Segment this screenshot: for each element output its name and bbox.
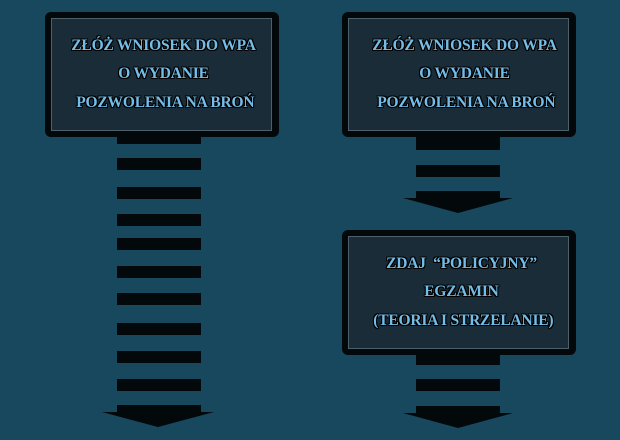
arrow-down-icon [403,198,513,213]
arrow-stripe [117,351,201,363]
arrow-stripe [117,405,201,415]
arrow-stripe [117,187,201,199]
arrow-stripe [416,165,500,177]
right-step2-line-2: EGZAMIN [424,283,499,301]
left-step-line-2: O WYDANIE [118,65,209,83]
right-step1-line-3: POZWOLENIA NA BROŃ [373,93,556,111]
arrow-stripe [117,214,201,226]
right-step1-line-1: ZŁÓŻ WNIOSEK DO WPA [372,36,557,54]
left-step-line-1: ZŁÓŻ WNIOSEK DO WPA [71,36,256,54]
left-step-box: ZŁÓŻ WNIOSEK DO WPA O WYDANIE POZWOLENIA… [45,12,279,137]
arrow-down-icon [102,412,214,427]
arrow-stripe [117,158,201,170]
left-step-box-inner: ZŁÓŻ WNIOSEK DO WPA O WYDANIE POZWOLENIA… [51,18,272,131]
right-step1-box: ZŁÓŻ WNIOSEK DO WPA O WYDANIE POZWOLENIA… [342,12,576,137]
arrow-stripe [416,191,500,200]
right-step2-line-3: (TEORIA I STRZELANIE) [369,311,554,329]
arrow-stripe [117,323,201,335]
arrow-stripe [416,354,500,365]
arrow-stripe [117,266,201,278]
right-step2-line-1: ZDAJ “POLICYJNY” [386,254,537,272]
arrow-stripe [117,238,201,250]
right-step1-box-inner: ZŁÓŻ WNIOSEK DO WPA O WYDANIE POZWOLENIA… [348,18,569,131]
arrow-stripe [117,136,201,144]
arrow-down-icon [403,413,513,428]
right-step2-box-inner: ZDAJ “POLICYJNY” EGZAMIN (TEORIA I STRZE… [348,236,569,349]
arrow-stripe [416,406,500,415]
arrow-stripe [416,136,500,150]
left-step-line-3: POZWOLENIA NA BROŃ [72,93,255,111]
arrow-stripe [416,379,500,391]
right-step1-line-2: O WYDANIE [419,65,510,83]
arrow-stripe [117,379,201,391]
arrow-stripe [117,293,201,305]
right-step2-box: ZDAJ “POLICYJNY” EGZAMIN (TEORIA I STRZE… [342,230,576,355]
